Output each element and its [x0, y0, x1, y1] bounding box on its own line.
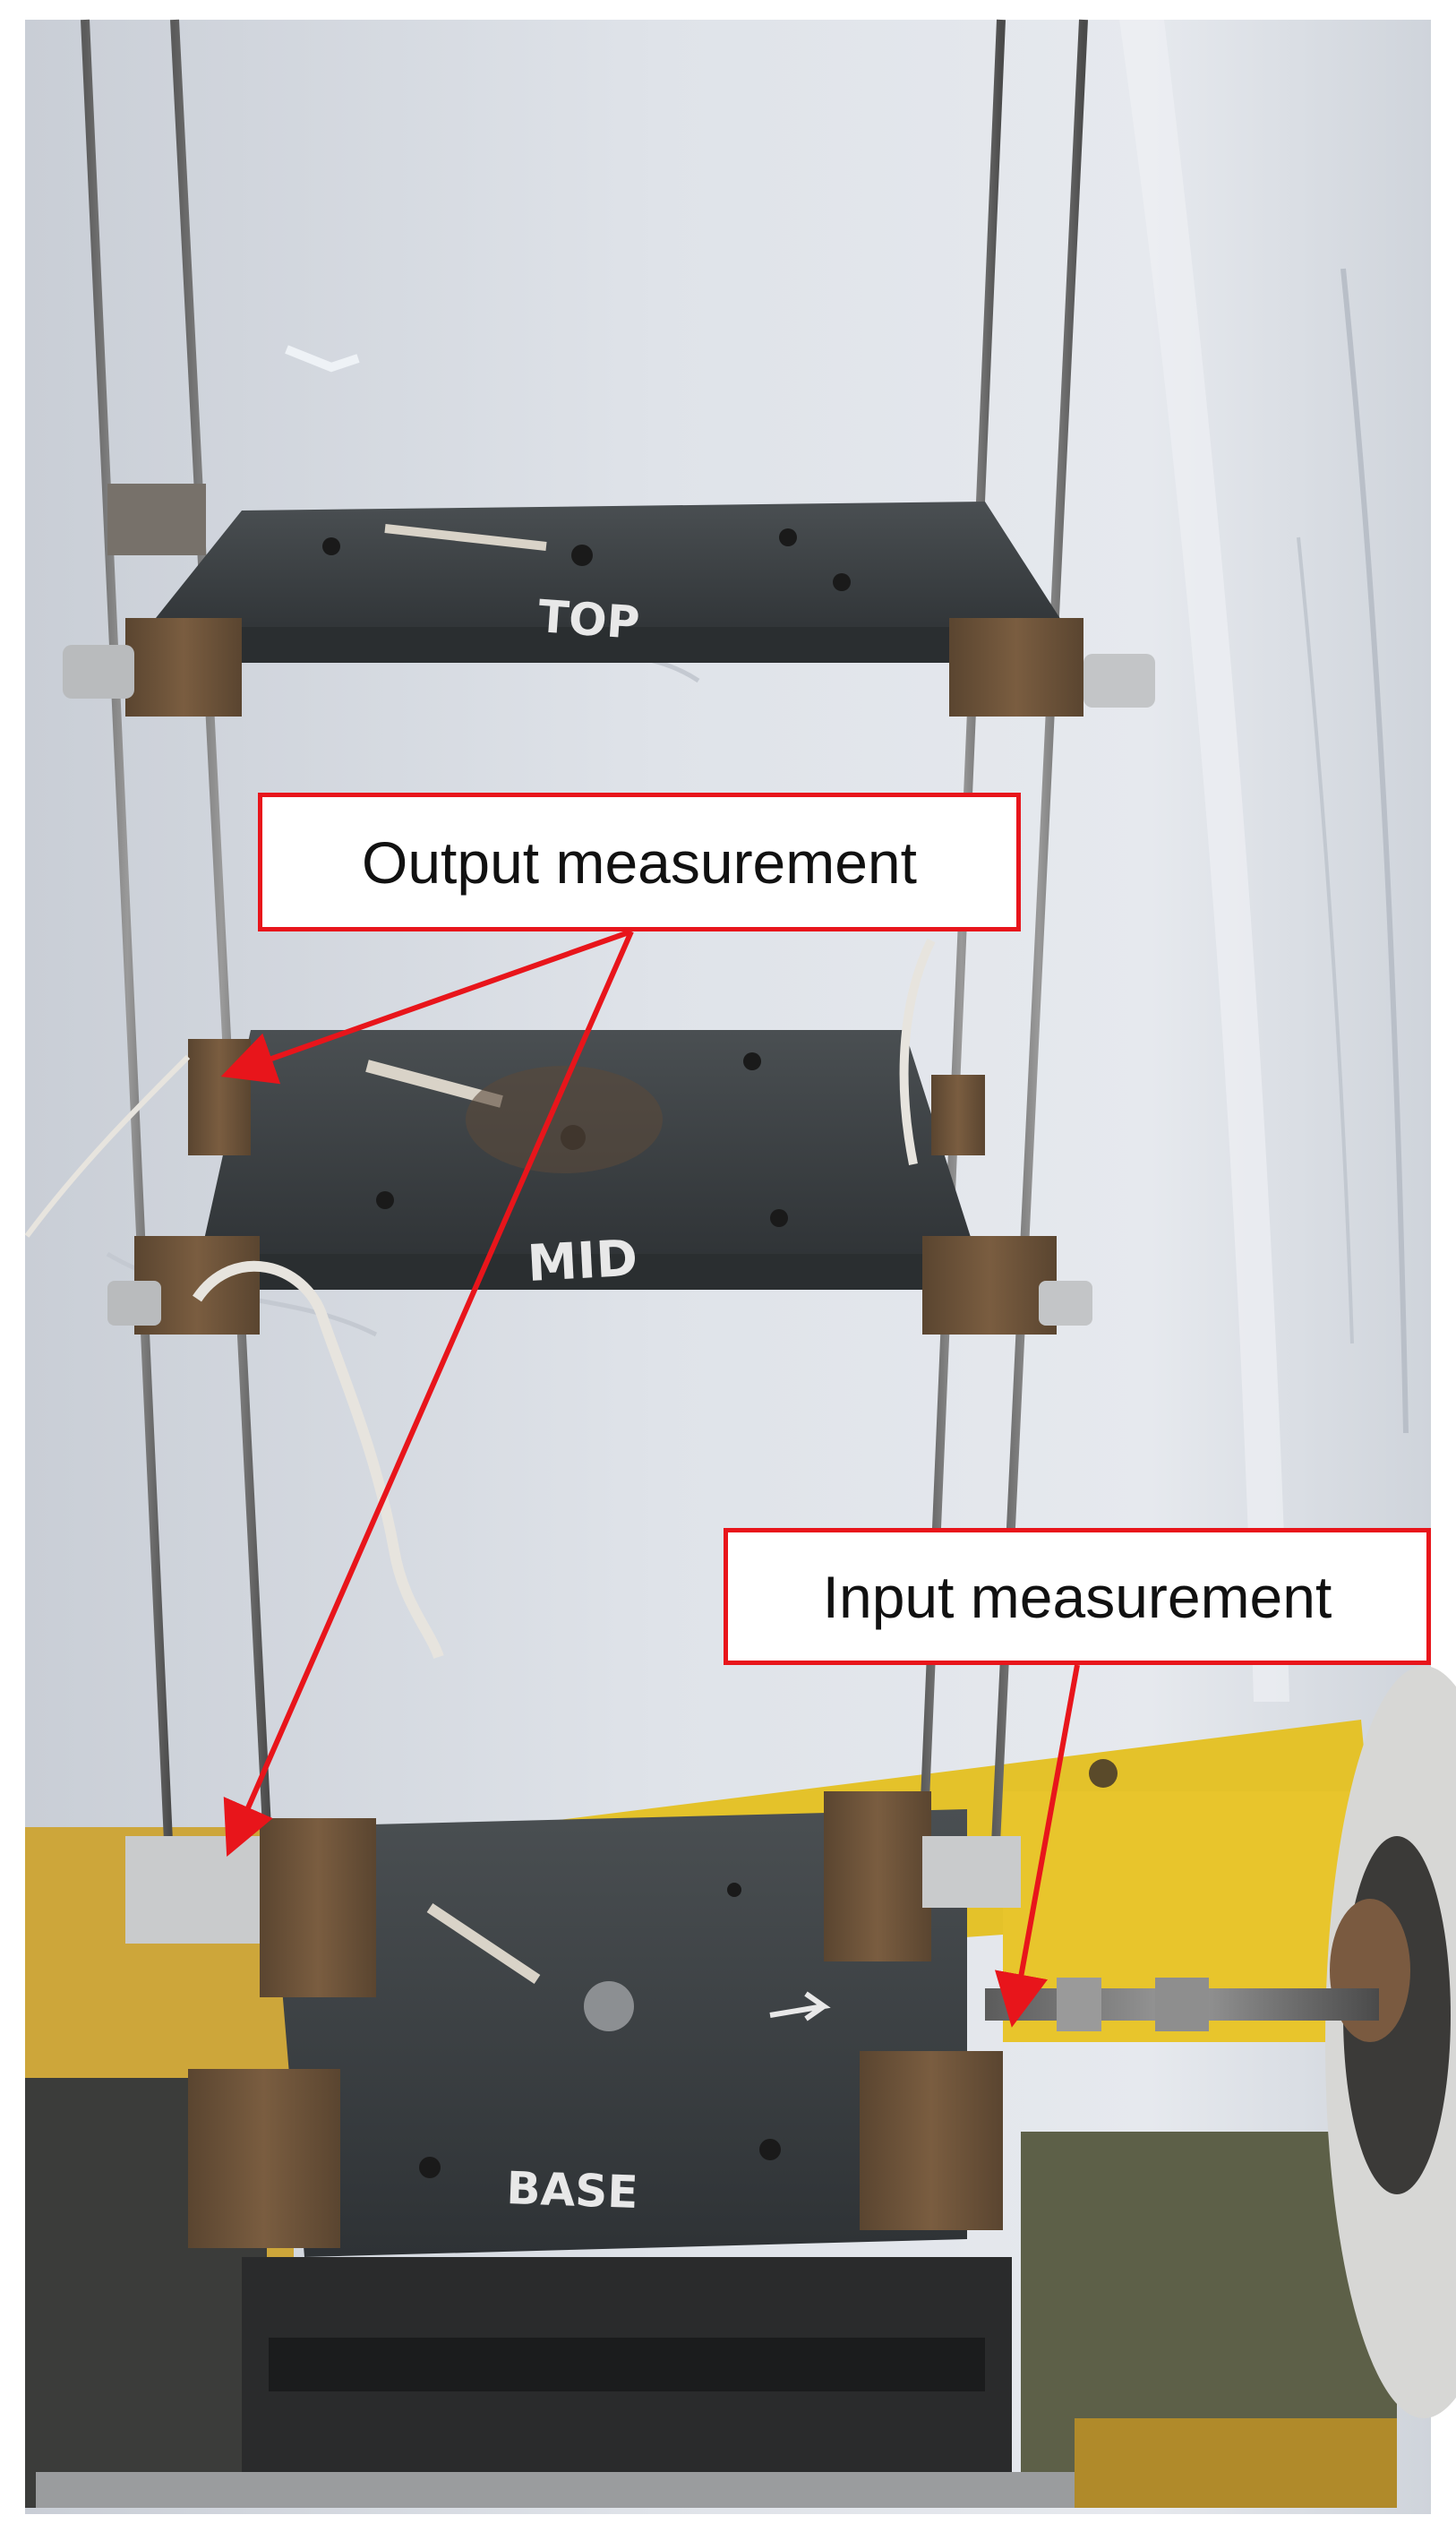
- output-arrow-to-mid: [220, 929, 632, 1085]
- mid-plate: MID: [24, 938, 1092, 1660]
- mid-plate-marking: MID: [526, 1230, 638, 1293]
- top-plate: TOP: [63, 484, 1155, 717]
- output-arrow-to-base: [223, 930, 634, 1857]
- top-plate-marking: TOP: [536, 590, 641, 649]
- base-plate: BASE: [125, 1791, 1021, 2257]
- annotation-arrows: [220, 929, 1080, 2028]
- input-arrow: [995, 1664, 1080, 2028]
- output-measurement-label: Output measurement: [258, 793, 1021, 931]
- base-plate-marking: BASE: [506, 2162, 639, 2219]
- input-measurement-label: Input measurement: [724, 1528, 1431, 1665]
